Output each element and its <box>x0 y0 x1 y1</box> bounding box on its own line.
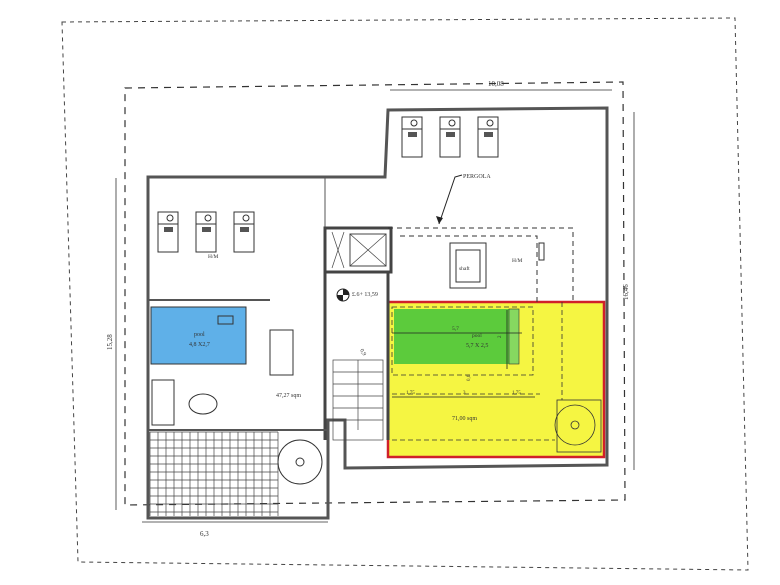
spiral-stair-right <box>554 399 602 453</box>
seg2: 3 <box>463 391 466 396</box>
sun-bed <box>477 116 499 158</box>
spiral-stair-left <box>277 439 323 485</box>
plot-boundary <box>61 17 749 571</box>
exterior-wall <box>146 106 609 520</box>
area-right: 71,00 sqm <box>452 416 477 422</box>
elevator-core <box>323 226 393 274</box>
seg1: 1,75 <box>406 391 415 396</box>
pool-right-name: pool <box>472 333 482 339</box>
tiled-terrace <box>149 431 279 516</box>
dim-bottom: 6,3 <box>200 530 209 538</box>
dining-table <box>269 329 294 376</box>
setback-line <box>124 81 626 506</box>
pool-right-width: 2 <box>498 335 503 338</box>
hm-left-label: H/M <box>208 254 219 260</box>
pool-right-step <box>508 308 520 365</box>
pool-left-skimmer <box>217 315 234 325</box>
sun-bed <box>157 211 179 253</box>
sun-bed <box>401 116 423 158</box>
shaft-outer <box>449 242 487 289</box>
pergola-arrow <box>436 174 463 225</box>
hm-right-label: H/M <box>512 258 523 264</box>
pergola-outline <box>388 227 574 302</box>
elevator-shaft-cross <box>331 231 387 269</box>
level-label: £.6+ 13,59 <box>352 292 378 298</box>
dim-left: 15,28 <box>106 334 114 350</box>
gap-label: 0,6 <box>467 374 472 381</box>
pool-right-length: 5,7 <box>452 326 459 332</box>
sun-bed <box>439 116 461 158</box>
door-width: 0,9 <box>358 348 367 357</box>
pool-right-size: 5,7 X 2,5 <box>466 343 488 349</box>
pergola-label: PERGOLA <box>463 174 491 180</box>
pool-left-name: pool <box>194 332 205 338</box>
level-marker-icon <box>336 288 350 302</box>
seg3: 1,75 <box>512 391 521 396</box>
dim-top: 10,08 <box>488 80 504 88</box>
hm-unit <box>538 242 545 261</box>
rug <box>188 393 218 415</box>
pool-right <box>394 309 509 364</box>
area-left: 47,27 sqm <box>276 393 301 399</box>
sun-bed <box>195 211 217 253</box>
dim-right: 16,46 <box>622 284 630 300</box>
pool-right-outline <box>391 306 534 376</box>
staircase <box>332 359 384 441</box>
pool-left-size: 4,8 X2,7 <box>189 342 210 348</box>
shaft-label: shaft <box>459 265 470 272</box>
sun-bed <box>233 211 255 253</box>
sun-beds <box>157 116 499 253</box>
shaft-inner <box>455 249 481 283</box>
sofa <box>151 379 175 426</box>
